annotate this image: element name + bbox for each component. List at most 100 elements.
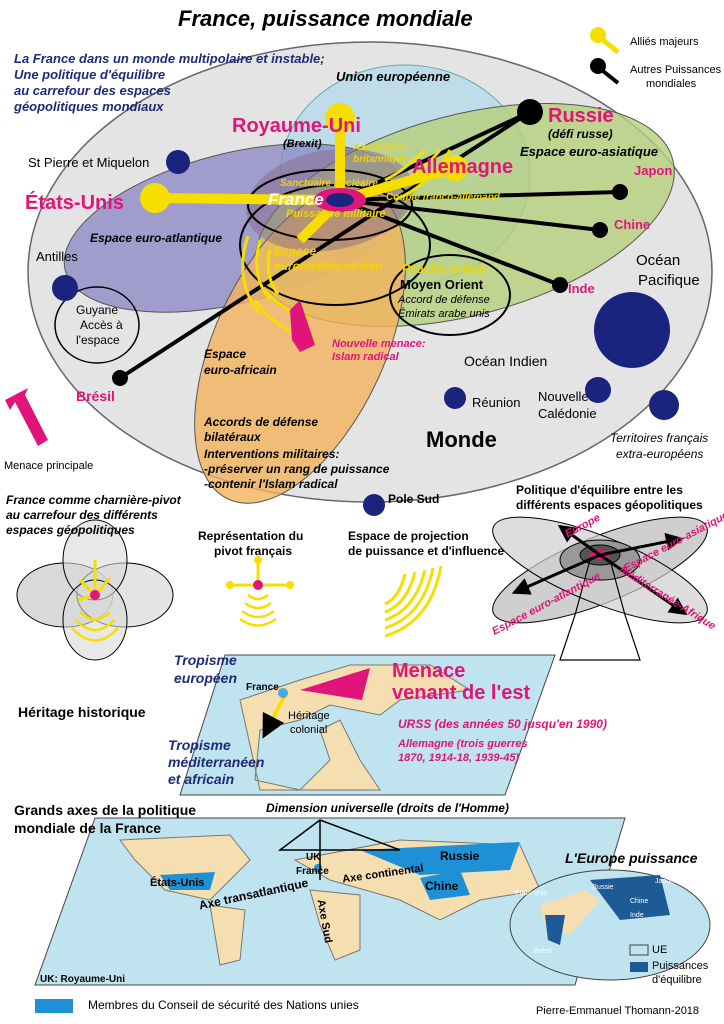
label-accord-1: Accord de défense — [398, 294, 490, 306]
label-sanctuaire: Sanctuaire nucléaire — [280, 178, 378, 189]
legend-pe-1: Puissances — [652, 960, 709, 972]
label-japon: Japon — [634, 163, 673, 178]
label-guyane-3: l'espace — [76, 333, 120, 347]
mini-inde: Inde — [630, 912, 644, 919]
legend-others-1: Autres Puissances — [630, 64, 722, 76]
charniere-schema — [16, 519, 174, 661]
allemagne-guerres-2: 1870, 1914-18, 1939-45) — [398, 752, 520, 764]
grands-axes-map — [34, 817, 711, 986]
uk-node — [325, 103, 355, 133]
trop-eu-2: européen — [174, 670, 238, 686]
label-pacifique-1: Océan — [636, 252, 681, 269]
label-euro-africain-2: euro-africain — [204, 363, 277, 377]
csnu-label: Membres du Conseil de sécurité des Natio… — [88, 998, 359, 1012]
label-axe-fb-2: britannique — [353, 154, 408, 165]
author: Pierre-Emmanuel Thomann-2018 — [536, 1005, 700, 1017]
allemagne-guerres-1: Allemagne (trois guerres — [398, 738, 528, 750]
wm-chine: Chine — [425, 879, 459, 893]
equilibre-1: Politique d'équilibre entre les — [516, 483, 683, 497]
page-title: France, puissance mondiale — [178, 6, 473, 31]
legend-icons — [590, 27, 620, 85]
menace-principale-arrow — [5, 388, 48, 446]
power-axes — [118, 110, 621, 380]
label-france: France — [268, 190, 324, 209]
label-moyen-orient: Moyen Orient — [400, 277, 484, 292]
pivot-2: pivot français — [214, 544, 293, 558]
heritage-colonial-1: Héritage — [288, 710, 330, 722]
label-spm: St Pierre et Miquelon — [28, 155, 150, 170]
wm-russie: Russie — [440, 849, 480, 863]
label-euromed-2: euroméditerranéen — [274, 259, 383, 273]
label-couple: Couple franco-allemand — [386, 192, 500, 203]
guyane-ring — [54, 286, 140, 364]
label-menace-islam-1: Nouvelle menace: — [332, 338, 426, 350]
legend-pe-2: d'équilibre — [652, 974, 702, 986]
uk-note: UK: Royaume-Uni — [40, 974, 126, 985]
proche-orient-ring — [389, 254, 511, 336]
japon-node — [612, 184, 628, 200]
equilibre-2: différents espaces géopolitiques — [516, 498, 703, 512]
projection-1: Espace de projection — [348, 529, 469, 543]
label-proche-orient: Proche orient — [402, 261, 486, 276]
label-ue: Union européenne — [336, 69, 451, 84]
label-menace-principale: Menace principale — [4, 460, 94, 472]
label-inde: Inde — [568, 281, 595, 296]
accords-3: Interventions militaires: — [204, 447, 340, 461]
mini-japon: Japon — [655, 878, 675, 885]
intro-1: La France dans un monde multipolaire et … — [14, 51, 325, 66]
grands-axes-heading-1: Grands axes de la politique — [14, 802, 197, 818]
russie-node — [517, 99, 543, 125]
label-nc-2: Calédonie — [538, 406, 597, 421]
intro-3: au carrefour des espaces — [14, 83, 171, 98]
label-pacifique-2: Pacifique — [638, 272, 700, 289]
menace-est-2: venant de l'est — [392, 682, 531, 704]
europe-puissance: L'Europe puissance — [565, 850, 698, 866]
urss: URSS (des années 50 jusqu'en 1990) — [398, 717, 607, 731]
label-tfe-2: extra-européens — [616, 447, 704, 461]
pivot-1: Représentation du — [198, 529, 304, 543]
label-guyane-2: Accès à — [80, 318, 123, 332]
label-chine: Chine — [614, 217, 651, 232]
label-bresil: Brésil — [76, 388, 115, 404]
label-uk-note: (Brexit) — [283, 138, 322, 150]
trop-eu-1: Tropisme — [174, 652, 237, 668]
label-euromed-1: Espace — [274, 244, 317, 258]
label-tfe-1: Territoires français — [610, 431, 709, 445]
label-reunion: Réunion — [472, 395, 521, 410]
projection-schema — [384, 565, 443, 638]
label-ocean-indien: Océan Indien — [464, 353, 548, 369]
inde-node — [552, 277, 568, 293]
bresil-node — [112, 370, 128, 386]
charniere-1: France comme charnière-pivot — [6, 493, 181, 507]
csnu-swatch — [35, 999, 73, 1013]
menace-arrow — [290, 300, 315, 352]
label-axe-fb-1: Axe franco- — [353, 142, 409, 153]
label-euro-africain-1: Espace — [204, 347, 247, 361]
grands-axes-heading-2: mondiale de la France — [14, 820, 162, 836]
territory-dots — [52, 150, 679, 516]
label-russie: Russie — [548, 105, 614, 127]
etats-unis-node — [140, 183, 170, 213]
label-nc-1: Nouvelle — [538, 389, 589, 404]
label-accord-2: Émirats arabe unis — [398, 308, 490, 320]
charniere-2: au carrefour des différents — [6, 508, 158, 522]
accords-5: -contenir l'Islam radical — [204, 477, 338, 491]
menace-est-1: Menace — [392, 660, 466, 682]
label-monde: Monde — [426, 427, 497, 452]
equilibre-schema — [492, 516, 708, 661]
heritage-heading: Héritage historique — [18, 704, 146, 720]
heritage-colonial-2: colonial — [290, 724, 328, 736]
label-guyane-1: Guyane — [76, 303, 119, 317]
projection-2: de puissance et d'influence — [348, 544, 505, 558]
label-allemagne: Allemagne — [412, 156, 514, 178]
pivot-schema — [226, 556, 294, 627]
trop-med-1: Tropisme — [168, 737, 231, 753]
trop-med-3: et africain — [168, 771, 235, 787]
legend-ue: UE — [652, 944, 668, 956]
mini-etats-unis: États-Unis — [515, 890, 548, 897]
heritage-map — [179, 654, 556, 796]
trop-med-2: méditerranéen — [168, 754, 265, 770]
power-nodes — [112, 99, 628, 386]
